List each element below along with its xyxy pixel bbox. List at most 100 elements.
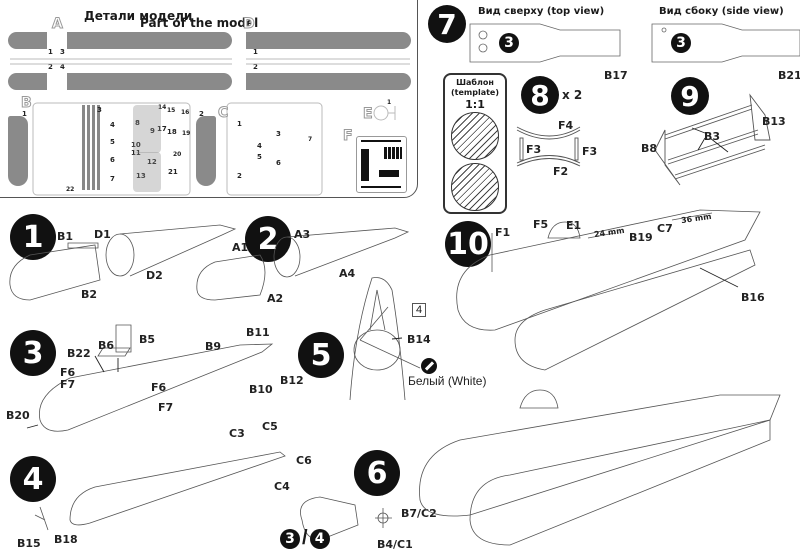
label-a2: A2 [267, 292, 284, 305]
sprue-a-letter: A [52, 16, 64, 33]
sprue-b-num: 11 [131, 149, 141, 157]
part-b8-frame [133, 105, 161, 153]
label-b14: B14 [407, 333, 431, 346]
sprue-b-letter: B [21, 95, 33, 112]
template-box: Шаблон (template) 1:1 [443, 73, 507, 214]
sprue-a-num: 1 [48, 48, 53, 56]
step-7-badge: 7 [428, 5, 466, 43]
part-d1-hull [246, 32, 411, 49]
template-title-en: (template) [450, 88, 499, 97]
parts-title-en: Part of the model [140, 16, 259, 30]
label-b8: B8 [641, 142, 658, 155]
sprue-d-num: 2 [253, 63, 258, 71]
sprue-b-num: 19 [182, 130, 191, 137]
label-a4: A4 [339, 267, 356, 280]
sprue-b-num: 20 [173, 151, 182, 158]
sprue-b-num: 7 [110, 175, 115, 183]
label-f7-lower: F7 [158, 401, 174, 414]
step-1-badge: 1 [10, 214, 56, 260]
sprue-e-num: 1 [387, 99, 392, 106]
step-5-badge: 5 [298, 332, 344, 378]
part-a3-hull [67, 32, 232, 49]
sprue-c-num: 1 [237, 120, 242, 128]
sprue-b-num: 4 [110, 121, 115, 129]
label-c7: C7 [657, 222, 673, 235]
label-b9: B9 [205, 340, 222, 353]
part-b2 [196, 116, 216, 186]
label-b22: B22 [67, 347, 91, 360]
label-c4: C4 [274, 480, 290, 493]
step-8-badge: 8 [521, 76, 559, 114]
paint-note-white: Белый (White) [408, 374, 487, 388]
label-b1: B1 [57, 230, 74, 243]
sprue-a-num: 2 [48, 63, 53, 71]
step-2-badge: 2 [245, 216, 291, 262]
part-b1 [8, 116, 28, 186]
label-f3-right: F3 [582, 145, 598, 158]
sprue-b-num: 8 [135, 119, 140, 127]
paint-brush-icon [421, 358, 437, 374]
label-f5: F5 [533, 218, 549, 231]
template-circle-bottom [451, 163, 499, 211]
label-b19: B19 [629, 231, 653, 244]
sprue-c-num: 2 [237, 172, 242, 180]
template-circle-top [451, 112, 499, 160]
sprue-a-num: 3 [60, 48, 65, 56]
sprue-c-num: 3 [276, 130, 281, 138]
parts-title-ru: Детали модели [84, 9, 193, 23]
label-b11: B11 [246, 326, 270, 339]
sprue-b-num: 16 [181, 109, 190, 116]
label-b21: B21 [778, 69, 800, 82]
sprue-b-num: 22 [66, 186, 75, 193]
sprue-b-num: 5 [110, 138, 115, 146]
label-b6: B6 [98, 339, 115, 352]
label-c6: C6 [296, 454, 312, 467]
parts-panel [0, 0, 418, 198]
label-f1: F1 [495, 226, 511, 239]
label-b5: B5 [139, 333, 156, 346]
label-b4-c1: B4/C1 [377, 538, 413, 551]
part-d2-hull [246, 73, 411, 90]
sprue-c-num: 4 [257, 142, 262, 150]
step-6-badge: 6 [354, 450, 400, 496]
label-b15: B15 [17, 537, 41, 550]
sprue-b-num: 14 [158, 104, 167, 111]
label-a1: A1 [232, 241, 249, 254]
step-8-multiplier: x 2 [562, 88, 583, 102]
label-c3: C3 [229, 427, 245, 440]
step-5-ref-box: 4 [412, 303, 427, 317]
top-view-label: Вид сверху (top view) [478, 6, 605, 17]
step-4-badge: 4 [10, 456, 56, 502]
sprue-b-num: 12 [147, 158, 157, 166]
sprue-b-num: 13 [136, 172, 146, 180]
sprue-b-num: 21 [168, 168, 178, 176]
step-7-ref-side: 3 [671, 33, 691, 53]
label-f7: F7 [60, 378, 76, 391]
label-f6: F6 [60, 366, 76, 379]
label-e1: E1 [566, 219, 582, 232]
step-7-ref-top: 3 [499, 33, 519, 53]
sprue-e-letter: E [363, 106, 374, 123]
sprue-a-num: 4 [60, 63, 65, 71]
sprue-c-num: 7 [308, 136, 313, 143]
part-b13-frame [133, 152, 161, 192]
label-b20: B20 [6, 409, 30, 422]
label-a3: A3 [294, 228, 311, 241]
part-a1-hull [8, 32, 47, 49]
label-c5: C5 [262, 420, 278, 433]
step-10-badge: 10 [445, 221, 491, 267]
step-6-ref-4: 4 [309, 528, 330, 549]
label-f4: F4 [558, 119, 574, 132]
sprue-d-num: 1 [253, 48, 258, 56]
label-f6-lower: F6 [151, 381, 167, 394]
sprue-b-num: 2 [199, 110, 204, 118]
label-b18: B18 [54, 533, 78, 546]
